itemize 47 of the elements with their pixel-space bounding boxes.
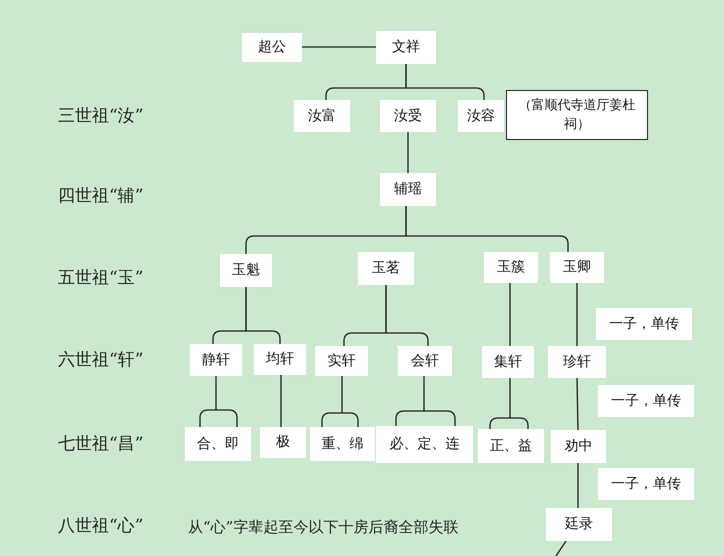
name-box: 廷录	[546, 508, 612, 541]
name-box: 重、绵	[310, 427, 375, 461]
bracket-connector	[395, 375, 456, 427]
name-box: 一子，单传	[598, 468, 694, 500]
name-box: 文祥	[376, 31, 436, 64]
name-box: 劝中	[551, 430, 606, 463]
name-box: 汝富	[294, 100, 350, 132]
name-box: 汝容	[458, 100, 504, 132]
bracket-connector	[199, 375, 238, 428]
name-box: 珍轩	[548, 346, 606, 378]
name-box: 必、定、连	[376, 426, 473, 463]
name-box: 超公	[242, 33, 302, 62]
name-box: 玉茗	[358, 252, 414, 285]
generation-label: 六世祖“轩”	[58, 349, 144, 371]
name-box: 玉簇	[484, 252, 538, 283]
connector-line	[405, 206, 569, 252]
name-box: 玉卿	[550, 252, 604, 283]
name-box: 静轩	[190, 344, 242, 376]
name-box: 汝受	[380, 100, 436, 132]
note-box: （富顺代寺道厅姜杜祠）	[506, 90, 648, 140]
name-box: 会轩	[398, 346, 452, 376]
generation-label: 七世祖“昌”	[58, 433, 144, 455]
name-box: 正、益	[478, 429, 544, 463]
connector-line	[576, 283, 578, 346]
name-box: 均轩	[254, 344, 306, 375]
connector-line	[577, 463, 579, 508]
connector-line	[302, 46, 376, 48]
name-box: 实轩	[315, 346, 368, 376]
generation-label: 八世祖“心”	[58, 515, 144, 537]
name-box: 玉魁	[220, 254, 272, 287]
name-box: 集轩	[482, 346, 534, 378]
name-box: 一子，单传	[598, 385, 694, 417]
name-box: 合、即	[185, 427, 251, 461]
bracket-connector	[489, 377, 529, 430]
connector-line	[280, 375, 282, 427]
name-box: 极	[260, 427, 306, 458]
connector-line	[509, 283, 511, 346]
connector-line	[555, 540, 567, 556]
name-box: 辅瑶	[380, 173, 436, 206]
name-box: 一子，单传	[596, 308, 692, 340]
generation-label: 五世祖“玉”	[58, 267, 144, 289]
note-text: 从“心”字辈起至今以下十房后裔全部失联	[188, 518, 458, 537]
generation-label: 四世祖“辅”	[58, 185, 144, 207]
connector-line	[407, 132, 409, 173]
connector-line	[576, 378, 579, 430]
bracket-connector	[321, 375, 359, 428]
generation-label: 三世祖“汝”	[58, 105, 144, 127]
